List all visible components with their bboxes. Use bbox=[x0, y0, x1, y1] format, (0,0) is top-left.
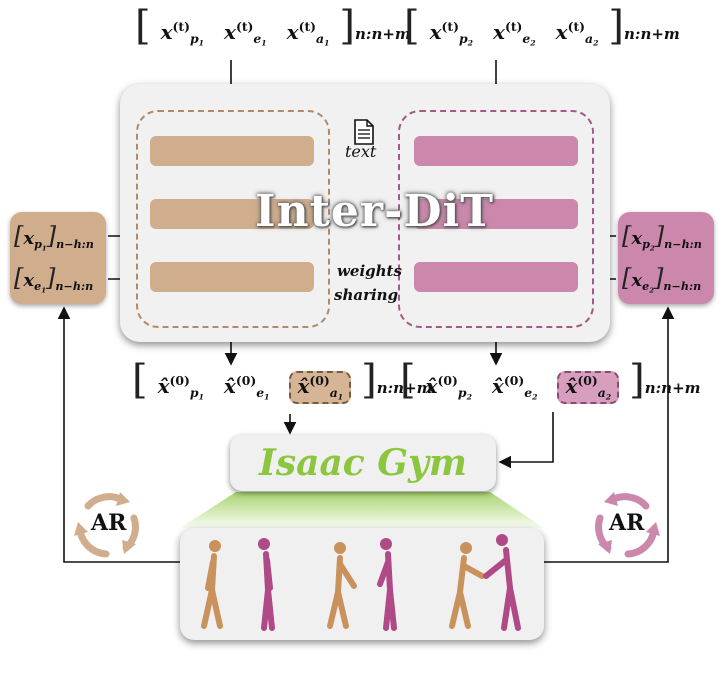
person1-branch-frame bbox=[136, 110, 330, 328]
history-left-pose: [xp1]n−h:n bbox=[14, 222, 94, 253]
input-right-term-a: x(t)a2 bbox=[555, 18, 599, 49]
gym-spotlight bbox=[180, 492, 544, 528]
person1-block-3 bbox=[150, 262, 314, 292]
person1-block-2 bbox=[150, 199, 314, 229]
sharing-label: sharing bbox=[334, 286, 399, 304]
text-document-icon bbox=[354, 119, 374, 145]
simulation-scene bbox=[180, 528, 544, 640]
input-left-term-p: x(t)p1 bbox=[160, 18, 205, 49]
output-right-range: n:n+m bbox=[644, 379, 701, 397]
history-left-effector: [xe1]n−h:n bbox=[14, 264, 94, 295]
humanoid-figures bbox=[201, 534, 521, 631]
weights-label: weights bbox=[337, 262, 402, 280]
output-right-action-box: x̂(0)a2 bbox=[557, 370, 620, 405]
input-left-term-a: x(t)a1 bbox=[286, 18, 330, 49]
person2-block-1 bbox=[414, 136, 578, 166]
history-right-pose: [xp2]n−h:n bbox=[622, 222, 702, 253]
output-right-term-p: x̂(0)p2 bbox=[425, 372, 472, 403]
output-left-action-box: x̂(0)a1 bbox=[289, 370, 352, 405]
input-left-range: n:n+m bbox=[355, 25, 411, 43]
action-right-to-gym bbox=[498, 412, 554, 469]
output-right-term-e: x̂(0)e2 bbox=[491, 372, 538, 403]
humanoid-pair-1 bbox=[201, 538, 275, 631]
ar-cycle-left-icon bbox=[74, 492, 139, 558]
text-condition-label: text bbox=[345, 142, 377, 161]
person1-block-1 bbox=[150, 136, 314, 166]
ar-left-label: AR bbox=[91, 510, 127, 536]
model-title: Inter-DiT bbox=[255, 186, 494, 237]
feedback-loop-right bbox=[544, 306, 675, 563]
output-left-term-p: x̂(0)p1 bbox=[157, 372, 204, 403]
person2-branch-frame bbox=[398, 110, 594, 328]
history-left-box: [xp1]n−h:n [xe1]n−h:n bbox=[10, 212, 106, 304]
humanoid-pair-2 bbox=[327, 538, 397, 631]
ar-cycle-right-icon bbox=[595, 492, 660, 558]
person2-block-2 bbox=[414, 199, 578, 229]
history-right-effector: [xe2]n−h:n bbox=[622, 264, 702, 295]
isaac-gym-box: Isaac Gym bbox=[230, 435, 496, 491]
output-left-range: n:n+m bbox=[376, 379, 433, 397]
history-right-box: [xp2]n−h:n [xe2]n−h:n bbox=[618, 212, 714, 304]
input-right-range: n:n+m bbox=[624, 25, 680, 43]
humanoid-pair-3 bbox=[449, 534, 521, 631]
ar-right-label: AR bbox=[609, 510, 645, 536]
input-right-term-p: x(t)p2 bbox=[429, 18, 474, 49]
output-left-term-e: x̂(0)e1 bbox=[223, 372, 270, 403]
isaac-gym-label: Isaac Gym bbox=[259, 442, 467, 484]
input-left-term-e: x(t)e1 bbox=[224, 18, 267, 49]
feedback-loop-left bbox=[57, 306, 182, 563]
input-right-term-e: x(t)e2 bbox=[493, 18, 536, 49]
person2-block-3 bbox=[414, 262, 578, 292]
